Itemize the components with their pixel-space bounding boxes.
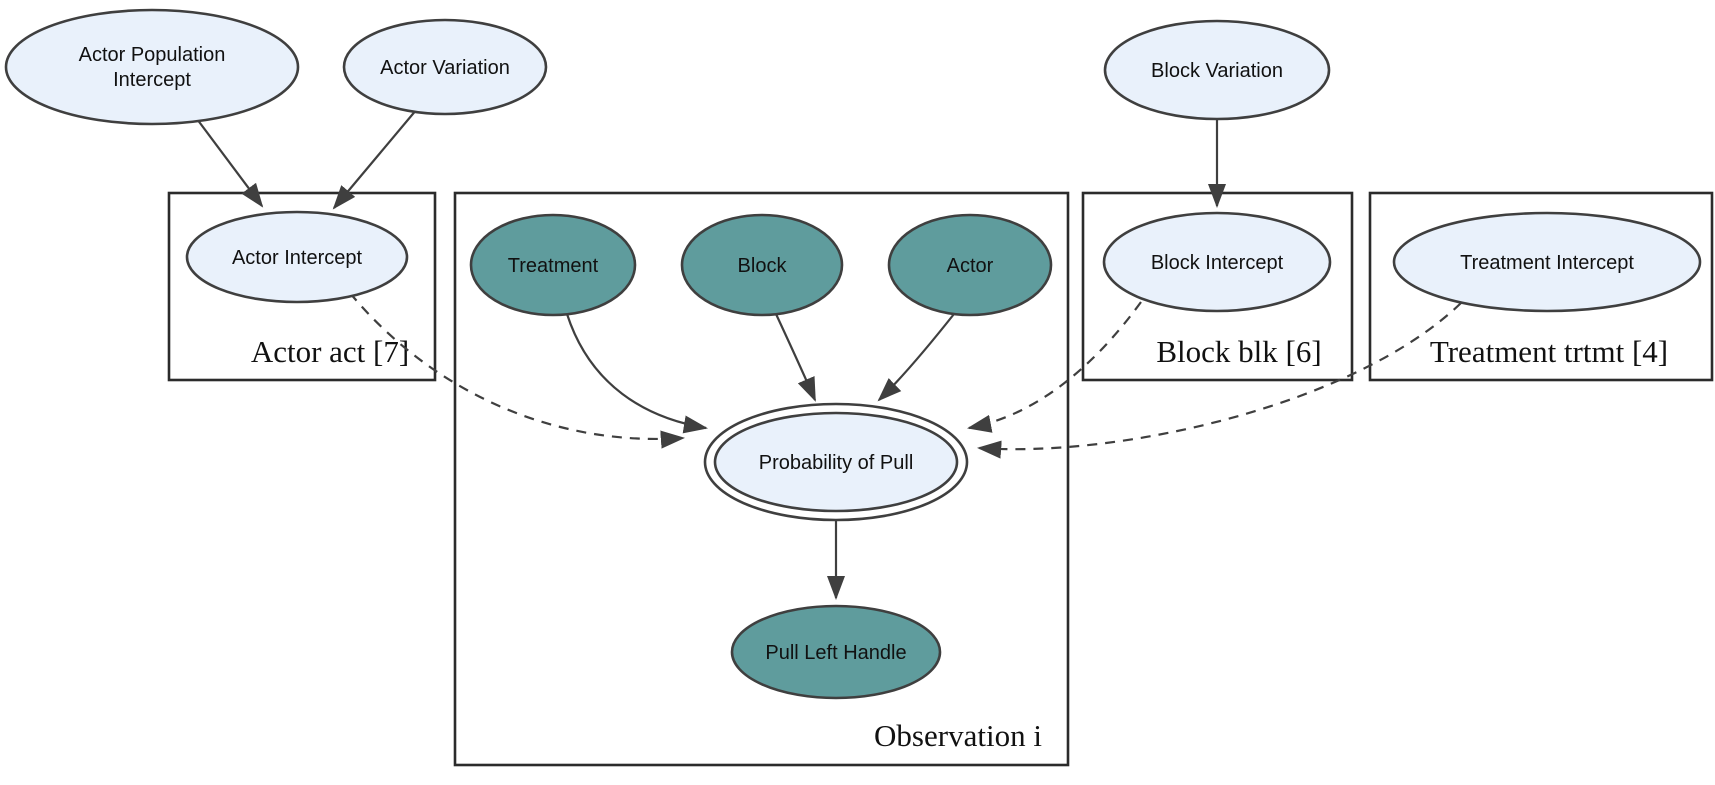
node-block: Block [680,213,844,317]
plate-treatment-trtmt-label: Treatment trtmt [4] [1430,334,1668,369]
edge-actor-population-intercept-to-actor-intercept [196,118,264,208]
node-actor-shape [887,213,1053,317]
edge-treatment-to-probability-of-pull [565,313,708,434]
node-actor-variation-shape [342,18,548,116]
edge-treatment-intercept-to-probability-of-pull [976,302,1462,459]
node-actor: Actor [887,213,1053,317]
node-block-intercept-shape [1102,211,1332,313]
node-pull-left-handle-shape [730,604,942,700]
plate-block-blk: Block blk [6] [1081,191,1354,382]
node-pull-left-handle: Pull Left Handle [730,604,942,700]
node-probability-of-pull-inner-shape [713,411,959,513]
node-actor-intercept: Actor Intercept [185,210,409,304]
node-treatment-intercept: Treatment Intercept [1392,211,1702,313]
node-actor-variation: Actor Variation [342,18,548,116]
node-treatment-shape [469,213,637,317]
node-pull-left-handle-label: Pull Left Handle [765,642,906,664]
node-actor-population-intercept-shape [4,8,300,126]
plate-actor-act-label: Actor act [7] [251,334,409,369]
edge-block-to-probability-of-pull [775,313,817,402]
node-actor-intercept-shape [185,210,409,304]
node-actor-population-intercept-label-line2: Intercept [113,69,191,91]
plate-observation: Observation i [453,191,1070,767]
node-actor-population-intercept-label-line1: Actor Population [79,44,226,66]
node-probability-of-pull: Probability of Pull [703,402,969,522]
node-block-variation-label: Block Variation [1151,60,1283,82]
node-treatment: Treatment [469,213,637,317]
edge-block-intercept-to-probability-of-pull [967,301,1142,433]
node-actor-label: Actor [947,255,994,277]
plate-actor-act-border [167,191,437,382]
node-block-label: Block [738,255,788,277]
plate-treatment-trtmt: Treatment trtmt [4] [1368,191,1714,382]
plate-observation-border [453,191,1070,767]
plate-actor-act: Actor act [7] [167,191,437,382]
node-treatment-label: Treatment [508,255,599,277]
node-block-intercept: Block Intercept [1102,211,1332,313]
plate-block-blk-label: Block blk [6] [1156,334,1321,369]
node-block-variation: Block Variation [1103,19,1331,121]
node-block-intercept-label: Block Intercept [1151,252,1284,274]
node-actor-population-intercept: Actor Population Intercept [4,8,300,126]
node-block-variation-shape [1103,19,1331,121]
plate-observation-label: Observation i [874,718,1042,753]
edge-actor-intercept-to-probability-of-pull [349,292,686,449]
node-block-shape [680,213,844,317]
edge-actor-to-probability-of-pull [877,313,955,402]
node-treatment-intercept-label: Treatment Intercept [1460,252,1634,274]
node-treatment-intercept-shape [1392,211,1702,313]
plate-treatment-trtmt-border [1368,191,1714,382]
node-actor-variation-label: Actor Variation [380,57,510,79]
edge-actor-variation-to-actor-intercept [332,108,418,210]
node-probability-of-pull-label: Probability of Pull [759,452,914,474]
node-actor-intercept-label: Actor Intercept [232,247,363,269]
